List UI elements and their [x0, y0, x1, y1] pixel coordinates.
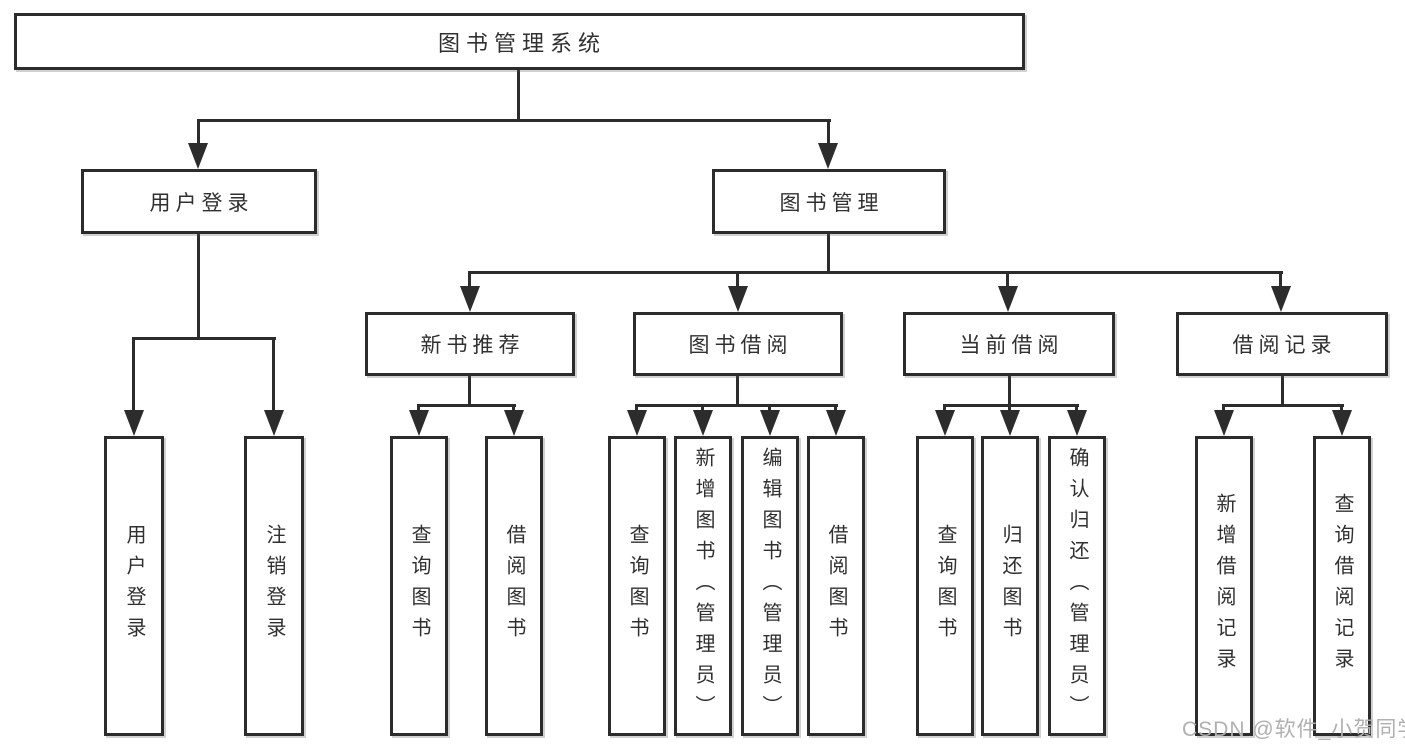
leaf-newbook-query-books: 查询图书	[390, 436, 448, 736]
connector-vline	[1281, 376, 1284, 407]
node-new-book-recommend: 新书推荐	[365, 312, 575, 376]
connector-vline	[468, 271, 471, 288]
connector-vline	[512, 404, 515, 413]
connector-vline	[197, 234, 200, 340]
node-user-login: 用户登录	[81, 169, 317, 234]
leaf-borrowing-add-book-admin: 新增图书（管理员）	[674, 436, 732, 736]
connector-hline	[1222, 404, 1344, 407]
arrow-down-icon	[935, 410, 955, 436]
node-label: 新书推荐	[420, 334, 525, 357]
arrow-down-icon	[760, 410, 780, 436]
connector-vline	[943, 404, 946, 413]
node-label: 图书管理	[779, 191, 884, 215]
connector-hline	[417, 404, 516, 407]
connector-hline	[635, 404, 838, 407]
node-label: 图书借阅	[688, 334, 793, 357]
arrow-down-icon	[188, 143, 208, 169]
leaf-label: 归还图书	[999, 524, 1021, 648]
connector-vline	[736, 271, 739, 288]
csdn-watermark: CSDN @软件_小贺同学	[1182, 718, 1405, 741]
leaf-label: 用户登录	[123, 524, 145, 648]
connector-vline	[1340, 404, 1343, 413]
leaf-borrowing-edit-book-admin: 编辑图书（管理员）	[741, 436, 799, 736]
arrow-down-icon	[1214, 410, 1234, 436]
connector-vline	[272, 337, 275, 412]
arrow-down-icon	[409, 410, 429, 436]
connector-vline	[517, 70, 520, 121]
connector-vline	[468, 376, 471, 407]
node-current-borrowing: 当前借阅	[903, 312, 1115, 376]
connector-vline	[132, 337, 135, 412]
leaf-label: 确认归还（管理员）	[1066, 446, 1088, 726]
leaf-label: 借阅图书	[503, 524, 525, 648]
leaf-label: 编辑图书（管理员）	[759, 446, 781, 726]
leaf-current-return-books: 归还图书	[981, 436, 1039, 736]
connector-vline	[1222, 404, 1225, 413]
connector-hline	[132, 337, 276, 340]
leaf-label: 查询图书	[934, 524, 956, 648]
connector-vline	[1279, 271, 1282, 288]
node-root: 图书管理系统	[14, 13, 1025, 70]
connector-vline	[827, 119, 830, 146]
arrow-down-icon	[693, 410, 713, 436]
arrow-down-icon	[504, 410, 524, 436]
arrow-down-icon	[998, 286, 1018, 312]
node-book-borrowing: 图书借阅	[633, 312, 843, 376]
connector-vline	[834, 404, 837, 413]
leaf-current-confirm-return-admin: 确认归还（管理员）	[1048, 436, 1106, 736]
leaf-label: 新增借阅记录	[1213, 493, 1235, 679]
connector-vline	[827, 234, 830, 273]
leaf-borrowing-query-books: 查询图书	[608, 436, 666, 736]
arrow-down-icon	[818, 143, 838, 169]
leaf-label: 查询图书	[626, 524, 648, 648]
leaf-borrowing-borrow-books: 借阅图书	[807, 436, 865, 736]
leaf-records-query-record: 查询借阅记录	[1313, 436, 1371, 736]
arrow-down-icon	[124, 410, 144, 436]
connector-vline	[1008, 404, 1011, 413]
arrow-down-icon	[627, 410, 647, 436]
arrow-down-icon	[1000, 410, 1020, 436]
connector-vline	[1006, 271, 1009, 288]
arrow-down-icon	[460, 286, 480, 312]
leaf-label: 查询借阅记录	[1331, 493, 1353, 679]
arrow-down-icon	[1332, 410, 1352, 436]
connector-hline	[943, 404, 1079, 407]
leaf-newbook-borrow-books: 借阅图书	[485, 436, 543, 736]
connector-vline	[1075, 404, 1078, 413]
connector-hline	[197, 119, 831, 122]
node-label: 用户登录	[149, 191, 254, 215]
connector-vline	[635, 404, 638, 413]
connector-vline	[197, 119, 200, 146]
node-label: 当前借阅	[959, 334, 1064, 357]
node-borrowing-records: 借阅记录	[1176, 312, 1388, 376]
connector-vline	[701, 404, 704, 413]
leaf-logout: 注销登录	[244, 436, 304, 736]
leaf-label: 注销登录	[263, 524, 285, 648]
arrow-down-icon	[1067, 410, 1087, 436]
leaf-user-login: 用户登录	[104, 436, 164, 736]
arrow-down-icon	[1271, 286, 1291, 312]
leaf-records-add-record: 新增借阅记录	[1195, 436, 1253, 736]
arrow-down-icon	[728, 286, 748, 312]
node-label: 借阅记录	[1232, 334, 1337, 357]
arrow-down-icon	[264, 410, 284, 436]
leaf-label: 新增图书（管理员）	[692, 446, 714, 726]
leaf-current-query-books: 查询图书	[916, 436, 974, 736]
connector-vline	[417, 404, 420, 413]
connector-hline	[468, 271, 1283, 274]
connector-vline	[768, 404, 771, 413]
node-root-label: 图书管理系统	[437, 30, 606, 56]
leaf-label: 查询图书	[408, 524, 430, 648]
leaf-label: 借阅图书	[825, 524, 847, 648]
node-book-management: 图书管理	[712, 169, 946, 234]
connector-vline	[1008, 376, 1011, 407]
connector-vline	[736, 376, 739, 407]
arrow-down-icon	[826, 410, 846, 436]
